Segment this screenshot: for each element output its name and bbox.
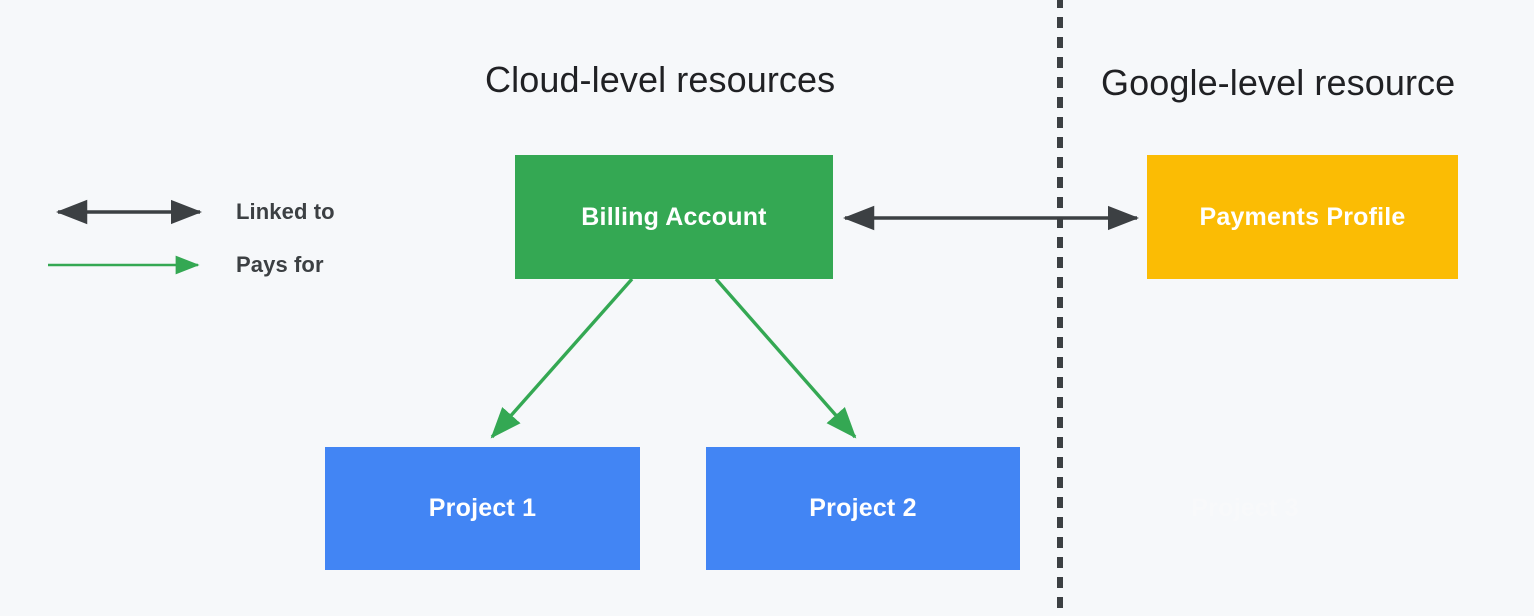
section-title-google-level: Google-level resource <box>1101 62 1456 103</box>
legend-label-pays-for: Pays for <box>236 252 324 277</box>
node-payments-profile[interactable]: Payments Profile <box>1147 155 1458 279</box>
node-project-1[interactable]: Project 1 <box>325 447 640 570</box>
node-billing-account[interactable]: Billing Account <box>515 155 833 279</box>
node-billing-account-label: Billing Account <box>581 202 767 231</box>
node-project-2[interactable]: Project 2 <box>706 447 1020 570</box>
legend-label-linked-to: Linked to <box>236 199 335 224</box>
edge-billing-pays-project-2 <box>714 277 857 439</box>
section-title-cloud-level: Cloud-level resources <box>485 59 836 100</box>
node-project-1-label: Project 1 <box>428 494 537 522</box>
node-project-2-label: Project 2 <box>809 494 917 522</box>
edge-billing-pays-project-1 <box>490 277 634 439</box>
node-project-3-label: Project 3 <box>1191 494 1299 522</box>
node-project-3: Project 3 <box>1088 447 1402 570</box>
node-payments-profile-label: Payments Profile <box>1199 202 1406 231</box>
